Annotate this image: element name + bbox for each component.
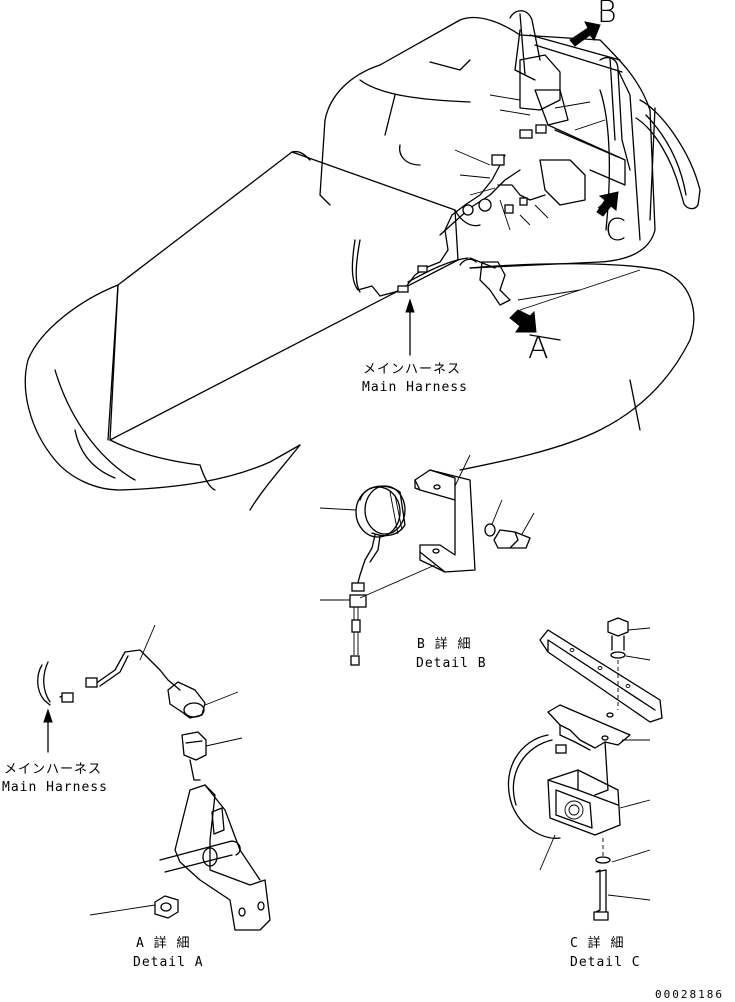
harness-wire-a: [37, 649, 181, 706]
switch-a: [181, 731, 207, 781]
arrow-b-label: B: [597, 0, 617, 30]
cab-body-outline: [324, 16, 656, 269]
nut-a: [154, 895, 179, 919]
detail-c-view: C 詳 細 Detail C: [507, 617, 663, 970]
view-arrow-b: [569, 21, 601, 47]
detail-a-harness-en: Main Harness: [2, 780, 108, 795]
connector-c: [555, 744, 567, 754]
bolt-b: [493, 529, 531, 549]
main-assembly-view: B A C メインハーネス Main Harness: [24, 0, 701, 511]
drawing-number: 00028186: [655, 988, 724, 1001]
detail-c-title-jp: C 詳 細: [570, 935, 624, 951]
bolt-c-top: [607, 617, 629, 651]
main-harness-label-en: Main Harness: [362, 380, 468, 395]
rops-frame: [509, 10, 631, 171]
work-lamp-c: [547, 769, 621, 836]
detail-a-title-en: Detail A: [133, 955, 204, 970]
washer-b: [484, 523, 496, 537]
lamp-bracket-c: [547, 704, 631, 749]
bolt-c-bottom: [593, 869, 609, 921]
arrow-c-label: C: [605, 213, 626, 248]
horn-bracket-a: [479, 261, 511, 306]
detail-a-view: メインハーネス Main Harness A 詳 細 Detail A: [2, 624, 271, 970]
detail-b-title-en: Detail B: [416, 656, 487, 671]
view-arrow-c: [596, 191, 619, 217]
bolt-a: [159, 840, 241, 873]
view-arrow-a: [509, 309, 537, 333]
detail-c-title-en: Detail C: [570, 955, 641, 970]
main-harness-label-jp: メインハーネス: [363, 362, 461, 377]
connector-a-2: [85, 677, 98, 688]
detail-a-harness-jp: メインハーネス: [4, 762, 102, 777]
arrow-a-label: A: [528, 331, 549, 366]
lamp-b-small: [519, 54, 561, 111]
lamp-c-small: [539, 159, 586, 206]
detail-b-view: B 詳 細 Detail B: [319, 454, 535, 671]
track-right: [459, 263, 695, 471]
callout-leaders: [454, 94, 641, 311]
washer-c-bottom: [595, 856, 611, 864]
mounting-bracket-a: [174, 784, 271, 931]
main-harness-wire: [351, 154, 506, 297]
lamp-bracket-b: [414, 469, 476, 573]
engine-hood: [109, 151, 459, 441]
connector-a-1: [61, 692, 74, 703]
horn-a: [167, 681, 206, 719]
track-left: [24, 284, 301, 491]
mounting-rail-c: [539, 629, 663, 723]
detail-a-title-jp: A 詳 細: [136, 935, 190, 951]
detail-b-title-jp: B 詳 細: [417, 636, 471, 652]
washer-c-top: [610, 651, 626, 659]
